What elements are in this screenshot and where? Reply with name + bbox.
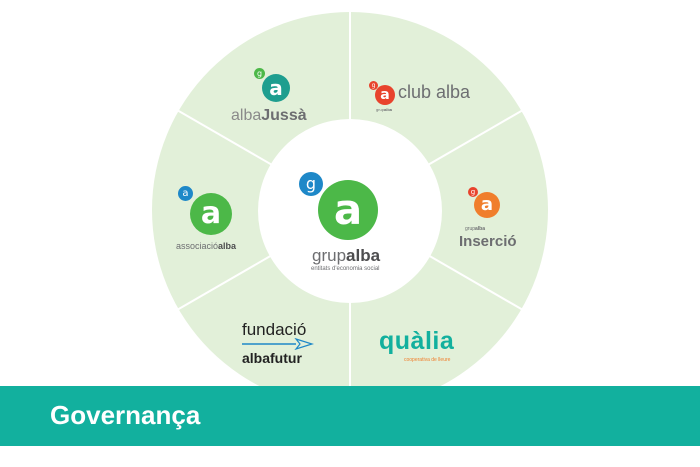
club-alba-name: club alba <box>398 82 471 102</box>
alba-jussa-name-bold: Jussà <box>261 107 307 124</box>
club-alba-g-icon: g <box>369 81 378 90</box>
club-alba-sub-light: grup <box>376 107 385 112</box>
insercio-name: Inserció <box>459 233 517 250</box>
center-name-light: grup <box>312 246 347 265</box>
club-alba-a-icon: a <box>375 85 395 105</box>
insercio-sub-bold: alba <box>475 226 486 232</box>
alba-jussa-name: albaJussà <box>231 107 307 125</box>
qualia-name: quàlia <box>379 327 455 355</box>
footer-title: Governança <box>50 400 201 430</box>
center-logo-a-icon: a <box>318 180 378 240</box>
alba-jussa-a-icon: a <box>262 74 290 102</box>
associacio-a-icon: a <box>190 193 232 235</box>
center-name-bold: alba <box>346 246 381 265</box>
albafutur-arrow-icon <box>242 338 315 350</box>
insercio-sub: grupalba <box>465 226 485 232</box>
associacio-name: associacióalba <box>176 241 236 251</box>
center-tagline: entitats d'economia social <box>311 266 380 272</box>
club-alba-sub-bold: alba <box>384 107 393 112</box>
associacio-name-bold: alba <box>218 241 237 251</box>
qualia-tagline: cooperativa de lleure <box>404 357 451 363</box>
club-alba-sub: grupalba <box>376 107 392 112</box>
insercio-a-icon: a <box>474 192 500 218</box>
center-logo-g-icon: g <box>299 172 323 196</box>
associacio-name-light: associació <box>176 241 219 251</box>
alba-jussa-name-light: alba <box>231 107 262 124</box>
albafutur-line2: albafutur <box>242 350 302 366</box>
center-logo-name: grupalba <box>312 246 380 266</box>
insercio-g-icon: g <box>468 187 478 197</box>
albafutur-line1: fundació <box>242 320 307 339</box>
segment-dividers <box>176 10 524 410</box>
insercio-sub-light: grup <box>465 226 476 232</box>
associacio-small-a-icon: a <box>178 186 193 201</box>
alba-jussa-g-icon: g <box>254 68 265 79</box>
footer-banner: Governança <box>0 386 700 446</box>
